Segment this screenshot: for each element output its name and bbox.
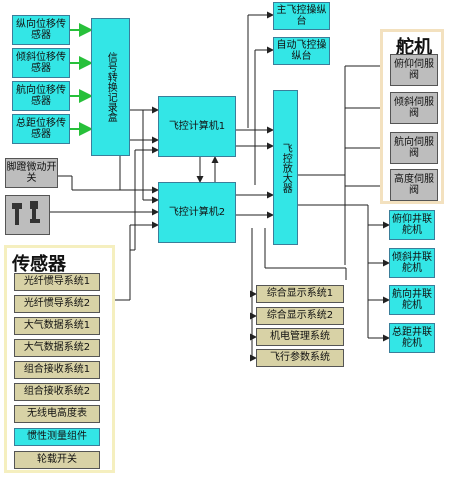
sensor-item-label: 大气数据系统1 (23, 320, 91, 332)
amplifier-label: 飞控放大器 (280, 142, 292, 193)
input-sensor-longitudinal: 纵向位移传感器 (12, 15, 70, 45)
servo-valve-pitch: 俯仰伺服阀 (390, 54, 438, 86)
sensor-radio-altimeter: 无线电高度表 (14, 405, 100, 423)
signal-converter-label: 信号转换记录盒 (105, 52, 117, 122)
display-system-2: 综合显示系统2 (256, 307, 344, 325)
linked-actuator-label: 航向井联舵机 (392, 288, 432, 312)
flight-control-amplifier: 飞控放大器 (273, 90, 298, 245)
signal-converter-box: 信号转换记录盒 (91, 18, 130, 156)
servo-valve-altitude: 高度伺服阀 (390, 169, 438, 201)
flight-computer-2: 飞控计算机2 (158, 182, 236, 243)
linked-actuator-pitch: 俯仰井联舵机 (389, 210, 435, 240)
sensor-fiber-ins-2: 光纤惯导系统2 (14, 295, 100, 313)
sensor-air-data-1: 大气数据系统1 (14, 317, 100, 335)
sensor-item-label: 无线电高度表 (27, 408, 87, 420)
display-system-label: 综合显示系统2 (266, 310, 334, 322)
servo-valve-label: 俯仰伺服阀 (394, 58, 434, 82)
linked-actuator-roll: 倾斜井联舵机 (389, 248, 435, 278)
sensor-item-label: 组合接收系统2 (23, 386, 91, 398)
sensor-group-title: 传感器 (12, 254, 66, 275)
sensor-to-converter-arrows (58, 23, 93, 136)
actuator-group-title: 舵机 (396, 37, 432, 58)
servo-valve-label: 倾斜伺服阀 (394, 96, 434, 120)
input-sensor-label: 纵向位移传感器 (16, 18, 66, 42)
linked-actuator-label: 俯仰井联舵机 (392, 213, 432, 237)
display-system-label: 机电管理系统 (270, 331, 330, 343)
sensor-air-data-2: 大气数据系统2 (14, 339, 100, 357)
flight-parameter-system: 飞行参数系统 (256, 349, 344, 367)
main-console-label: 主飞控操纵台 (276, 4, 327, 28)
sensor-item-label: 组合接收系统1 (23, 364, 91, 376)
sensor-combined-receiver-2: 组合接收系统2 (14, 383, 100, 401)
control-stick-unit (5, 195, 50, 235)
sensor-item-label: 光纤惯导系统1 (23, 276, 91, 288)
sensor-wheel-switch: 轮载开关 (14, 451, 100, 469)
electromech-management-system: 机电管理系统 (256, 328, 344, 346)
sensor-imu: 惯性测量组件 (14, 428, 100, 446)
servo-valve-yaw: 航向伺服阀 (390, 132, 438, 164)
input-sensor-lateral: 倾斜位移传感器 (12, 48, 70, 78)
input-sensor-label: 总距位移传感器 (16, 117, 66, 141)
servo-valve-label: 高度伺服阀 (394, 173, 434, 197)
input-sensor-label: 航向位移传感器 (16, 84, 66, 108)
pedal-switch: 脚蹬微动开关 (5, 158, 58, 188)
servo-valve-label: 航向伺服阀 (394, 136, 434, 160)
display-system-1: 综合显示系统1 (256, 285, 344, 303)
auto-console-label: 自动飞控操纵台 (276, 39, 327, 63)
linked-actuator-yaw: 航向井联舵机 (389, 285, 435, 315)
input-sensor-label: 倾斜位移传感器 (16, 51, 66, 75)
display-system-label: 综合显示系统1 (266, 288, 334, 300)
display-system-label: 飞行参数系统 (270, 352, 330, 364)
sensor-item-label: 大气数据系统2 (23, 342, 91, 354)
stick-icon (12, 201, 40, 225)
sensor-item-label: 光纤惯导系统2 (23, 298, 91, 310)
flight-computer-2-label: 飞控计算机2 (168, 206, 226, 218)
input-sensor-collective: 总距位移传感器 (12, 114, 70, 144)
main-control-console: 主飞控操纵台 (273, 2, 330, 30)
flight-computer-1-label: 飞控计算机1 (168, 120, 226, 132)
flight-computer-1: 飞控计算机1 (158, 96, 236, 157)
sensor-item-label: 惯性测量组件 (27, 431, 87, 443)
servo-valve-roll: 倾斜伺服阀 (390, 92, 438, 124)
linked-actuator-label: 总距井联舵机 (392, 326, 432, 350)
input-sensor-heading: 航向位移传感器 (12, 81, 70, 111)
sensor-fiber-ins-1: 光纤惯导系统1 (14, 273, 100, 291)
linked-actuator-collective: 总距井联舵机 (389, 323, 435, 353)
sensor-item-label: 轮载开关 (37, 454, 77, 466)
linked-actuator-label: 倾斜井联舵机 (392, 251, 432, 275)
sensor-combined-receiver-1: 组合接收系统1 (14, 361, 100, 379)
pedal-switch-label: 脚蹬微动开关 (6, 161, 57, 185)
auto-control-console: 自动飞控操纵台 (273, 37, 330, 65)
